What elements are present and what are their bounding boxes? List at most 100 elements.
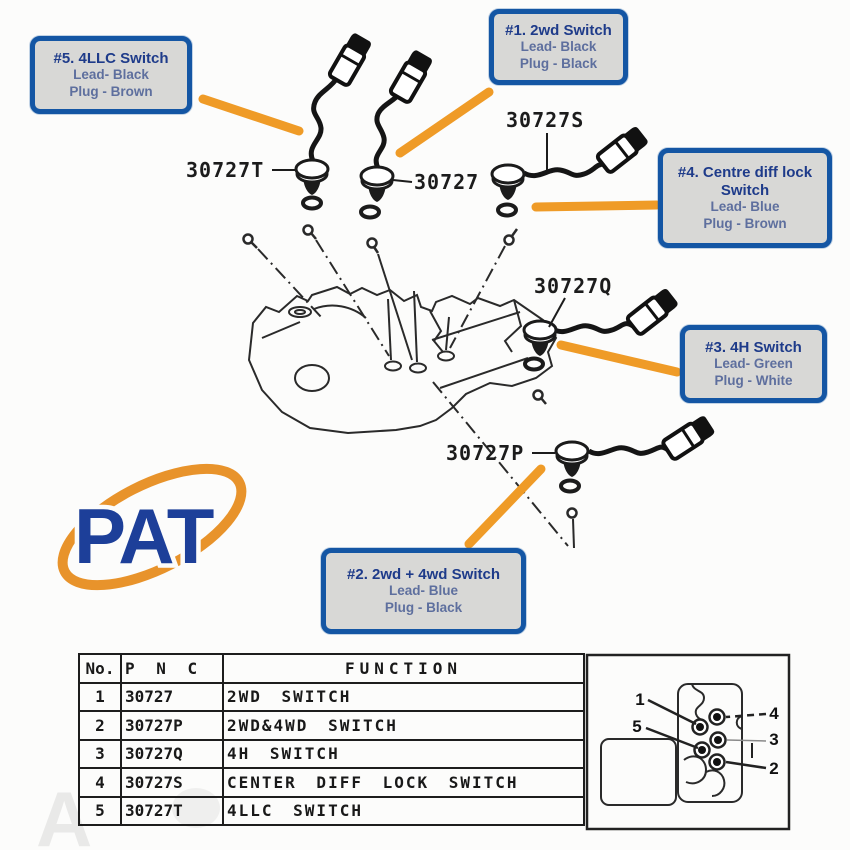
connector-plug <box>625 289 678 336</box>
position-dots <box>691 708 727 771</box>
callout-title: #3. 4H Switch <box>705 338 802 356</box>
cell-function: 4LLC SWITCH <box>222 795 585 826</box>
wire <box>551 321 635 335</box>
case-attachment <box>600 738 677 806</box>
hole-stem <box>445 316 450 351</box>
table-header-row: No. P N C FUNCTION <box>78 653 585 684</box>
callout-plug: Plug - Black <box>519 55 598 71</box>
callout-lead: Lead- Black <box>520 39 597 55</box>
pos-label-1: 1 <box>635 690 644 709</box>
logo-swoosh <box>57 463 247 591</box>
switch-30727q <box>522 289 678 372</box>
position-diagram: 1 5 4 3 2 <box>585 653 791 831</box>
callout-centre-diff-lock-switch: #4. Centre diff lock Switch Lead- Blue P… <box>658 148 832 248</box>
pin-icon <box>242 233 254 245</box>
header-function: FUNCTION <box>222 653 585 684</box>
filler-cap-inner <box>294 309 306 315</box>
callout-plug: Plug - Brown <box>69 83 153 99</box>
pin-tail <box>372 246 380 254</box>
plate-steps-right <box>503 299 523 353</box>
arrow-to-30727t <box>198 94 304 136</box>
arrow-to-30727p <box>464 464 546 549</box>
leader-line <box>377 253 413 361</box>
switch-body <box>359 165 395 202</box>
leader-dashdot <box>315 239 390 357</box>
case-boss <box>294 364 330 392</box>
filler-cap <box>288 306 312 318</box>
o-ring <box>359 204 381 220</box>
callout-plug: Plug - Black <box>384 599 463 615</box>
pos-leader <box>726 739 767 742</box>
switch-hole <box>409 362 427 374</box>
wire <box>522 161 605 179</box>
callout-arrows <box>198 87 682 549</box>
callout-lead: Lead- Black <box>73 67 149 83</box>
arrow-to-30727 <box>395 87 494 158</box>
switch-body <box>522 319 558 356</box>
hole-stem <box>387 298 392 361</box>
part-label-30727s: 30727S <box>506 108 584 132</box>
cell-pnc: 30727 <box>120 681 224 712</box>
pat-logo: PAT <box>57 463 247 591</box>
pin-tail <box>250 241 258 249</box>
position-labels: 1 5 4 3 2 <box>632 690 779 778</box>
cell-function: CENTER DIFF LOCK SWITCH <box>222 767 585 798</box>
wire <box>308 70 344 163</box>
switch-hole <box>437 350 455 362</box>
logo-text: PAT <box>74 492 214 580</box>
cell-function: 4H SWITCH <box>222 738 585 769</box>
callout-title: #5. 4LLC Switch <box>53 49 169 67</box>
case-inner-line <box>261 321 301 339</box>
pin-icon <box>532 389 544 401</box>
leader-dashdot <box>432 381 569 547</box>
connector-plug <box>661 416 715 461</box>
switch-30727t <box>294 33 371 211</box>
pos-label-2: 2 <box>769 759 778 778</box>
case-squiggle <box>705 769 726 797</box>
o-ring <box>523 356 545 372</box>
callout-plug: Plug - Brown <box>703 215 787 231</box>
table-row: 2 30727P 2WD&4WD SWITCH <box>78 710 585 741</box>
callout-lead: Lead- Blue <box>710 199 780 215</box>
table-row: 5 30727T 4LLC SWITCH <box>78 795 585 826</box>
switch-body <box>490 163 526 200</box>
part-labels: 30727T 30727 30727S 30727Q 30727P <box>186 108 611 465</box>
callout-title: #4. Centre diff lock Switch <box>677 163 813 199</box>
position-dot <box>708 753 726 771</box>
pos-leader-dashed <box>725 712 767 719</box>
cell-no: 2 <box>78 710 122 741</box>
o-ring <box>496 202 518 218</box>
plate-top-edge <box>431 311 521 341</box>
cell-function: 2WD SWITCH <box>222 681 585 712</box>
table-row: 1 30727 2WD SWITCH <box>78 681 585 712</box>
pos-label-5: 5 <box>632 717 641 736</box>
pos-leader <box>647 698 697 726</box>
switch-hole <box>384 360 402 372</box>
position-dot <box>693 741 711 759</box>
plate-bottom-edge <box>439 357 529 389</box>
callout-lead: Lead- Green <box>714 356 793 372</box>
part-label-30727t: 30727T <box>186 158 264 182</box>
cell-pnc: 30727T <box>120 795 224 826</box>
position-dot <box>708 708 726 726</box>
pin-tail <box>310 232 317 240</box>
callout-lead: Lead- Blue <box>388 583 458 599</box>
pos-label-3: 3 <box>769 730 778 749</box>
case-outline <box>247 285 558 435</box>
case-top-view <box>600 683 743 806</box>
switch-30727p <box>554 416 715 494</box>
pin-icon <box>503 234 515 246</box>
pos-leader <box>725 760 767 770</box>
arrow-to-30727q <box>556 340 682 377</box>
connector-plug <box>327 33 371 87</box>
connector-plug <box>388 50 432 104</box>
callout-title: #2. 2wd + 4wd Switch <box>347 565 500 583</box>
o-ring <box>559 478 581 494</box>
table-row: 3 30727Q 4H SWITCH <box>78 738 585 769</box>
pin-icon <box>302 224 314 236</box>
label-leader <box>548 297 566 328</box>
pin-tail <box>540 397 547 405</box>
pins-and-leaders <box>242 224 578 549</box>
